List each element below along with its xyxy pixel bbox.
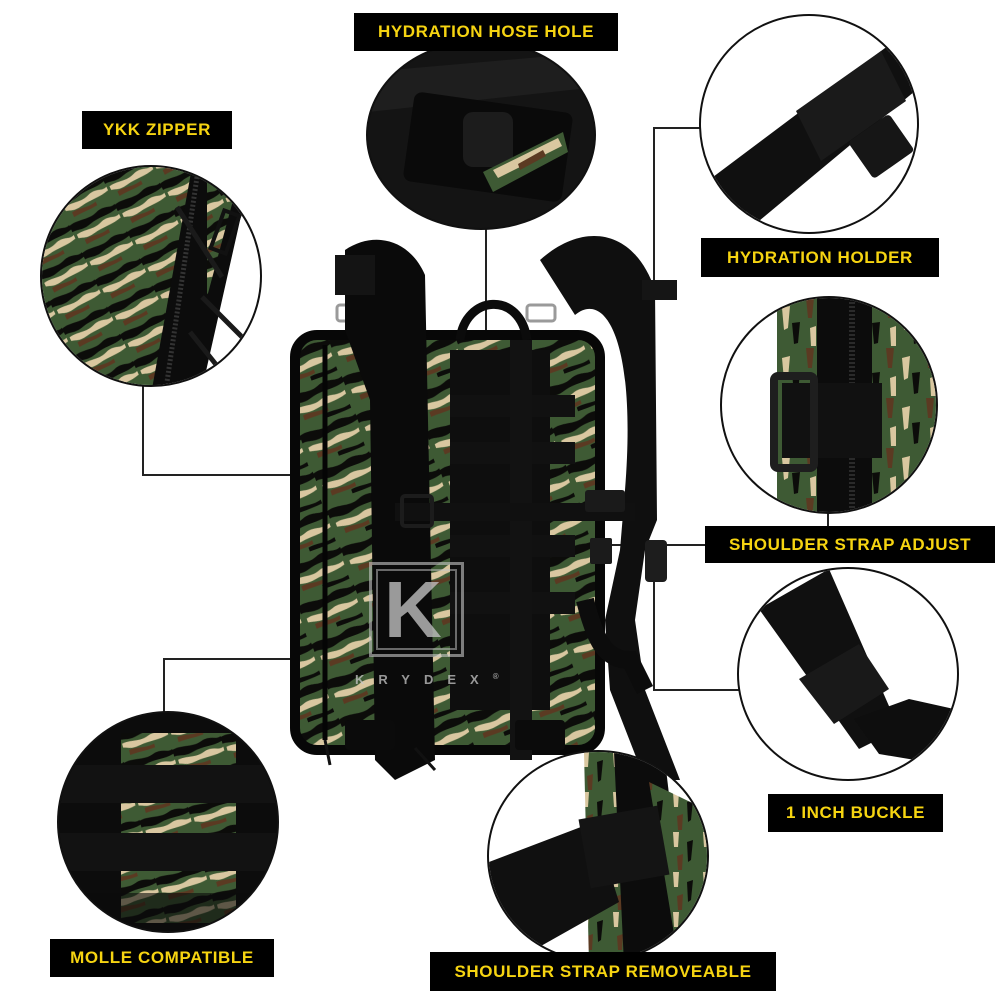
label-shoulder-strap-removeable: SHOULDER STRAP REMOVEABLE bbox=[430, 952, 776, 991]
connector-line-hydration-holder-v bbox=[653, 127, 655, 297]
hook-loop-strap-detail-image bbox=[701, 36, 917, 232]
label-molle-compatible: MOLLE COMPATIBLE bbox=[50, 939, 274, 977]
label-shoulder-strap-adjust: SHOULDER STRAP ADJUST bbox=[705, 526, 995, 563]
detail-circle-shoulder-strap-removeable bbox=[487, 750, 709, 962]
connector-line-molle-v bbox=[163, 658, 165, 712]
label-hydration-hose-hole: HYDRATION HOSE HOLE bbox=[354, 13, 618, 51]
detail-circle-molle-compatible bbox=[57, 711, 279, 933]
zipper-detail-image bbox=[42, 167, 260, 385]
label-hydration-holder: HYDRATION HOLDER bbox=[701, 238, 939, 277]
strap-attachment-detail-image bbox=[489, 752, 707, 960]
detail-circle-ykk-zipper bbox=[40, 165, 262, 387]
detail-circle-hydration-hose-hole bbox=[366, 40, 596, 230]
side-release-buckle-detail-image bbox=[759, 569, 954, 764]
brand-watermark-letter: K bbox=[384, 565, 442, 654]
connector-line-1-inch-buckle-h bbox=[653, 689, 739, 691]
connector-line-ykk-zipper bbox=[142, 385, 144, 475]
molle-webbing-detail-image bbox=[59, 713, 277, 931]
label-ykk-zipper: YKK ZIPPER bbox=[82, 111, 232, 149]
connector-line-strap-adjust-v bbox=[827, 512, 829, 532]
detail-circle-side-buckle bbox=[720, 296, 938, 514]
brand-watermark-text: KRYDEX® bbox=[355, 672, 499, 687]
backpack-image: K KRYDEX® bbox=[285, 220, 705, 780]
detail-circle-hydration-holder bbox=[699, 14, 919, 234]
connector-line-ykk-zipper-h bbox=[142, 474, 334, 476]
connector-line-1-inch-buckle bbox=[653, 570, 655, 690]
detail-circle-1-inch-buckle bbox=[737, 567, 959, 781]
connector-line-hydration-holder bbox=[653, 127, 700, 129]
hose-port-detail-image bbox=[368, 42, 594, 228]
brand-watermark-logo: K bbox=[369, 562, 464, 657]
side-ladder-lock-detail-image bbox=[722, 298, 936, 512]
label-1-inch-buckle: 1 INCH BUCKLE bbox=[768, 794, 943, 832]
